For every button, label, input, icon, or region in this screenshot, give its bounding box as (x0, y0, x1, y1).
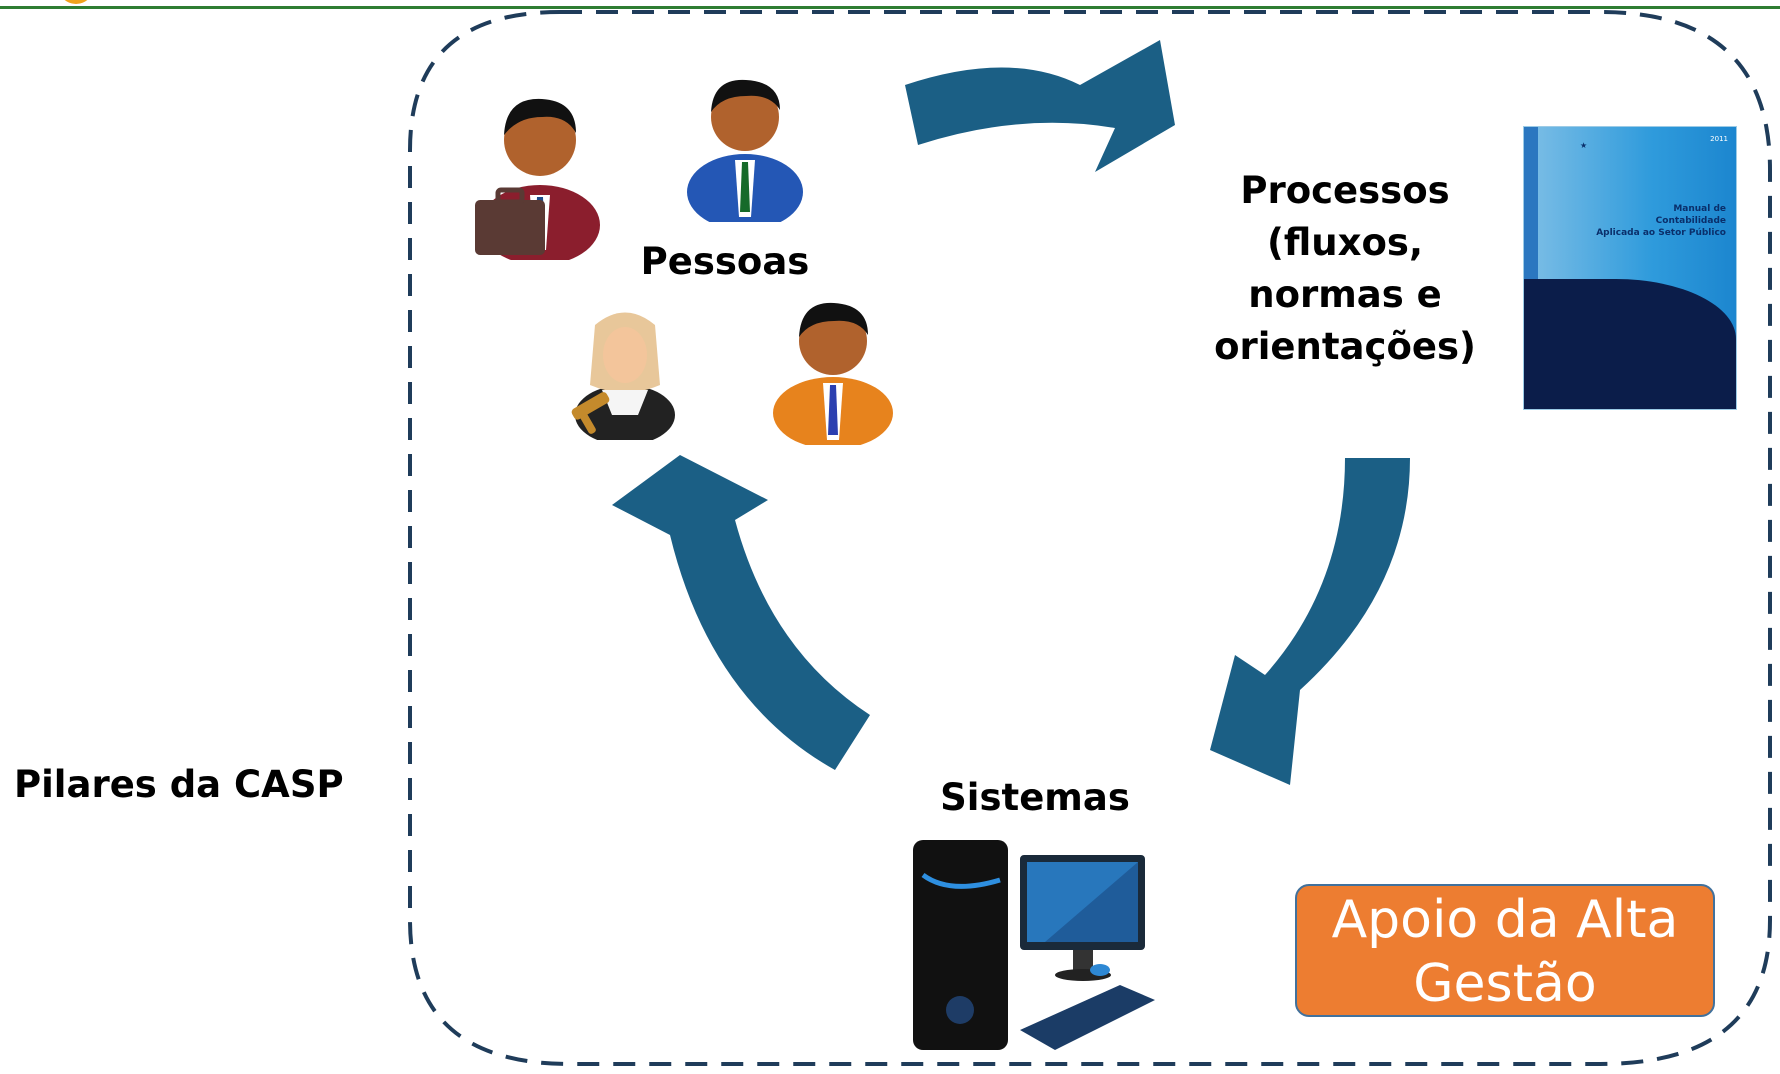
sistemas-label: Sistemas (940, 776, 1130, 819)
apoio-alta-gestao-box: Apoio da Alta Gestão (1295, 884, 1715, 1017)
businessman-blue-suit-icon (687, 79, 803, 222)
top-rule (0, 6, 1780, 9)
processos-label-line: normas e (1248, 273, 1442, 316)
manual-year: 2011 (1710, 135, 1728, 143)
star-logo-icon: ★ (1580, 141, 1588, 150)
businessman-briefcase-icon (475, 98, 600, 260)
judge-gavel-icon (571, 312, 675, 440)
apoio-label-line: Gestão (1413, 954, 1597, 1014)
processos-label-line: Processos (1240, 169, 1450, 212)
processos-label-line: orientações) (1214, 325, 1476, 368)
pilares-label: Pilares da CASP (14, 763, 344, 806)
manual-title: Manual de Contabilidade Aplicada ao Seto… (1576, 203, 1726, 239)
pessoas-label: Pessoas (640, 240, 810, 283)
desktop-computer-icon (913, 840, 1155, 1050)
apoio-label-line: Apoio da Alta (1331, 890, 1679, 950)
processos-label-line: (fluxos, (1266, 221, 1424, 264)
arrow-processos-to-sistemas (1210, 458, 1410, 785)
arrow-pessoas-to-processos (905, 40, 1175, 172)
manual-title-line: Aplicada ao Setor Público (1596, 228, 1726, 238)
manual-title-line: Contabilidade (1655, 216, 1726, 226)
manual-title-line: Manual de (1673, 204, 1726, 214)
arrow-sistemas-to-pessoas (612, 455, 870, 770)
logo-corner-icon (58, 0, 94, 4)
processos-label: Processos (fluxos, normas e orientações) (1180, 165, 1510, 373)
manual-cover-icon: ★ 2011 Manual de Contabilidade Aplicada … (1524, 127, 1736, 409)
manual-cover-band (1524, 279, 1736, 409)
businessman-orange-suit-icon (773, 302, 893, 445)
